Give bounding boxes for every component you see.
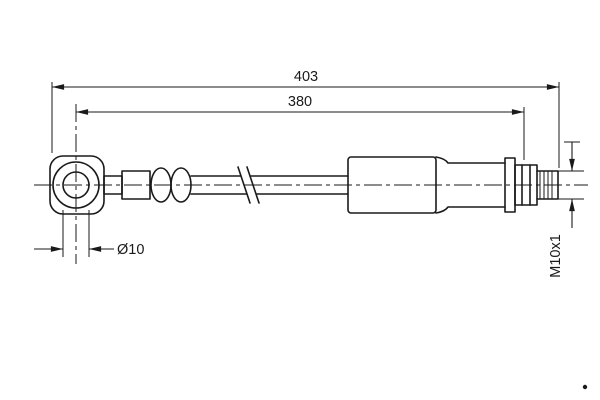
end-fitting: [347, 156, 559, 214]
ferrule: [121, 170, 151, 200]
banjo-eye-outer: [52, 161, 100, 209]
dim-label-overall-length: 403: [294, 69, 318, 85]
taper-bottom: [435, 206, 506, 214]
crimp-sleeve: [347, 156, 437, 214]
dim-label-bore-diameter: Ø10: [117, 242, 144, 258]
dimension-lines: [34, 84, 575, 252]
centerlines: [34, 104, 588, 264]
break-line-1: [237, 166, 251, 204]
banjo-bore: [62, 171, 90, 199]
crimp-collar: [103, 167, 192, 203]
dimension-labels: 403 380 Ø10 M10x1: [117, 69, 564, 278]
bellows-rib-2: [170, 167, 192, 203]
dim-label-thread: M10x1: [548, 234, 564, 278]
hex-nut: [514, 164, 538, 206]
corner-dot: [582, 384, 588, 390]
thread-ticks: [539, 170, 553, 200]
dim-label-intermediate-length: 380: [288, 94, 312, 110]
hose-tube: [190, 166, 349, 204]
break-line-2: [246, 166, 260, 204]
taper-top: [435, 156, 506, 164]
brake-hose-part: [49, 155, 559, 215]
